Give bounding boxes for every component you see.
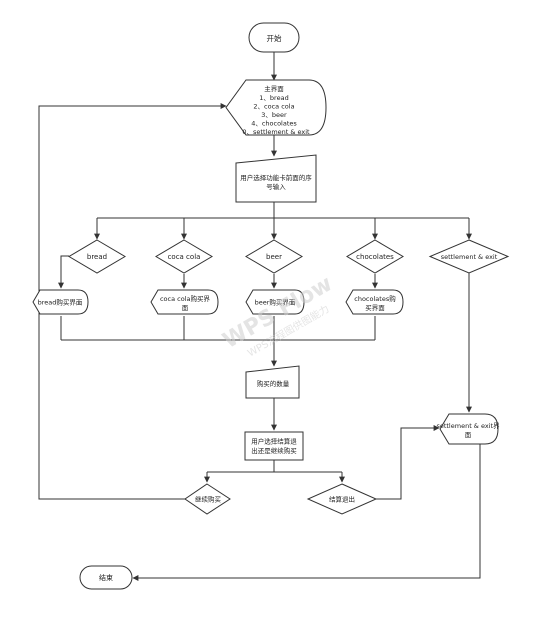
display-choc-ui: chocolates购 买界面 [345,289,404,315]
settle-out-label: 结算退出 [329,495,355,504]
decision-coca-cola: coca cola [155,239,213,274]
decision-beer-label: beer [266,253,282,261]
settle-ui-label-line2: 面 [465,431,472,439]
menu-item-2: 2、coca cola [253,103,294,111]
input-label-line2: 号输入 [266,182,286,191]
display-bread-ui: bread购买界面 [32,289,89,315]
menu-item-0: 0、settlement & exit [242,128,310,136]
quantity-input-node: 购买的数量 [245,365,300,399]
quantity-label: 购买的数量 [257,379,290,388]
coca-ui-label-line2: 面 [182,304,189,312]
menu-item-3: 3、beer [261,111,287,119]
input-node: 用户选择功能卡前面的序 号输入 [235,154,317,203]
end-label: 结束 [99,573,113,582]
choc-ui-label-line2: 买界面 [365,304,385,312]
decision-bread-label: bread [87,253,107,261]
decision-bread: bread [68,239,126,274]
decision-beer: beer [245,239,303,274]
edge-bread-ui [58,255,69,289]
decision-coca-label: coca cola [168,253,201,261]
choc-ui-label-line1: chocolates购 [354,294,396,303]
settle-ui-label-line1: settlement & exit界 [436,422,500,430]
input-label-line1: 用户选择功能卡前面的序 [240,173,312,182]
main-title: 主界面 [264,84,284,93]
bread-ui-label: bread购买界面 [38,298,83,307]
continue-buy-label: 继续购买 [195,495,222,504]
decision-chocolates: chocolates [346,239,404,274]
coca-ui-label-line1: coca cola购买界 [160,294,211,303]
edge-to-end [132,444,481,581]
watermark: WPS Flow WPS流程图供图能力 [219,271,337,359]
menu-item-4: 4、chocolates [251,120,297,128]
decision-choc-label: chocolates [356,253,394,261]
choose-process-node: 用户选择结算退 出还是继续购买 [244,431,304,461]
menu-item-1: 1、bread [259,94,288,102]
decision-continue-buy: 继续购买 [184,483,231,515]
start-label: 开始 [267,33,282,43]
choose-label-line1: 用户选择结算退 [251,437,297,446]
display-beer-ui: beer购买界面 [245,289,305,315]
beer-ui-label: beer购买界面 [255,298,296,307]
start-node: 开始 [248,22,300,53]
display-coca-ui: coca cola购买界 面 [150,289,219,315]
display-settle-ui: settlement & exit界 面 [436,413,500,445]
decision-settle-label: settlement & exit [441,253,498,261]
decision-settlement-exit: settlement & exit [428,239,510,274]
decision-settle-out: 结算退出 [306,483,378,515]
main-menu-node: 主界面 1、bread 2、coca cola 3、beer 4、chocola… [225,79,327,136]
end-node: 结束 [79,565,133,590]
choose-label-line2: 出还是继续购买 [251,446,297,455]
edge-settleout-ui [376,425,440,500]
